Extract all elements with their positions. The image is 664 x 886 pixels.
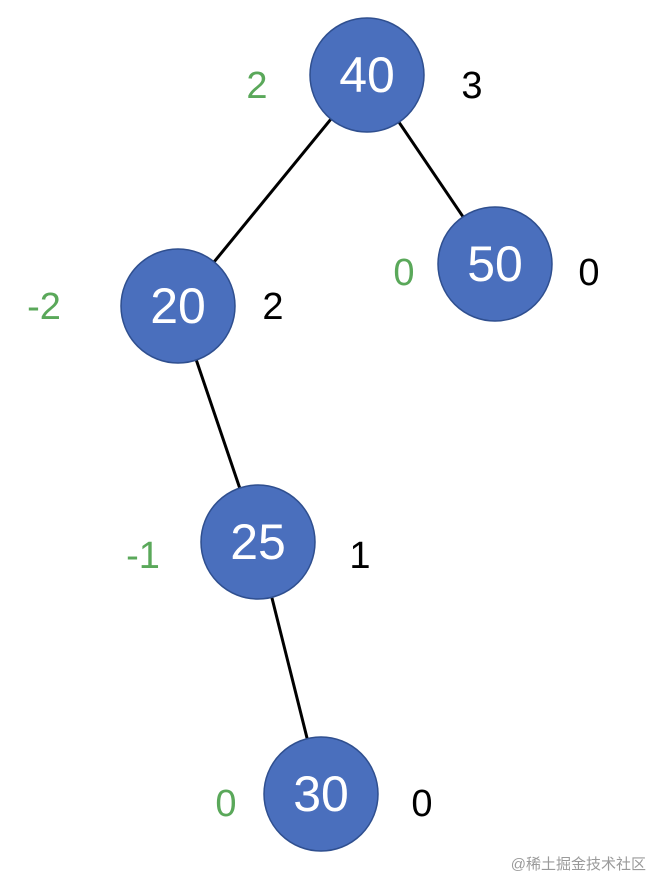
watermark: @稀土掘金技术社区 xyxy=(510,856,646,873)
node-circle xyxy=(120,248,236,364)
node-value: 30 xyxy=(293,766,349,822)
height-label: 2 xyxy=(262,286,283,328)
height-label: 3 xyxy=(461,65,482,107)
tree-node-50: 50 0 0 xyxy=(393,206,600,322)
height-label: 0 xyxy=(411,783,432,825)
balance-factor-label: -1 xyxy=(126,535,160,577)
height-label: 1 xyxy=(349,535,370,577)
tree-edges xyxy=(194,116,466,742)
edge-n25-n30 xyxy=(269,594,310,742)
edge-n20-n25 xyxy=(194,357,242,491)
node-circle xyxy=(200,484,316,600)
balance-factor-label: 0 xyxy=(393,252,414,294)
node-circle xyxy=(309,17,425,133)
edge-n40-n50 xyxy=(396,119,466,220)
edge-n40-n20 xyxy=(211,116,334,265)
tree-node-30: 30 0 0 xyxy=(215,736,433,852)
height-label: 0 xyxy=(578,252,599,294)
node-value: 50 xyxy=(467,236,523,292)
balance-factor-label: 2 xyxy=(246,65,267,107)
node-value: 20 xyxy=(150,278,206,334)
balance-factor-label: 0 xyxy=(215,783,236,825)
tree-node-40: 40 2 3 xyxy=(246,17,483,133)
node-value: 25 xyxy=(230,514,286,570)
tree-node-20: 20 -2 2 xyxy=(27,248,284,364)
node-value: 40 xyxy=(339,47,395,103)
tree-nodes: 40 2 3 50 0 0 20 -2 2 25 -1 1 30 0 0 xyxy=(27,17,600,852)
tree-node-25: 25 -1 1 xyxy=(126,484,371,600)
node-circle xyxy=(437,206,553,322)
node-circle xyxy=(263,736,379,852)
balance-factor-label: -2 xyxy=(27,286,61,328)
